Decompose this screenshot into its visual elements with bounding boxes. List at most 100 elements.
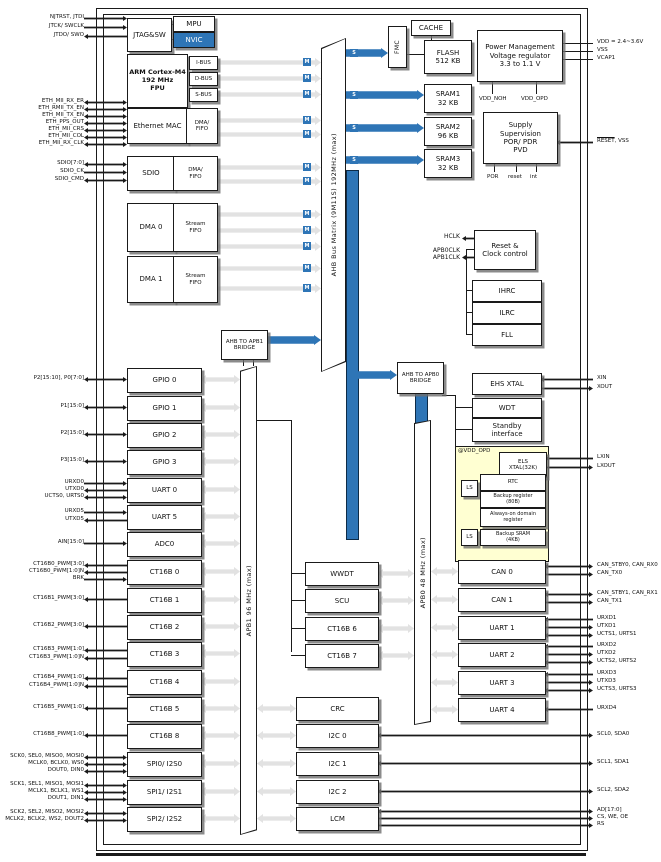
block-ct16b-7: CT16B 7 bbox=[305, 644, 379, 668]
pin-wire bbox=[84, 128, 127, 133]
apb1-arrow bbox=[257, 759, 296, 768]
pin-wire bbox=[84, 577, 127, 582]
pin-wire bbox=[84, 541, 127, 546]
pin-label: LXOUT bbox=[597, 463, 616, 469]
pin-wire bbox=[544, 688, 593, 693]
pin-label: XOUT bbox=[597, 384, 613, 390]
apb0-bus: APB0 48 MHz (max) bbox=[414, 420, 431, 725]
block-spi2-i2s2: SPI2/ I2S2 bbox=[127, 807, 202, 832]
apb0-arrow bbox=[377, 569, 414, 578]
wire bbox=[536, 80, 537, 94]
pin-wire bbox=[377, 761, 593, 766]
pin-wire bbox=[544, 660, 593, 665]
wire bbox=[431, 34, 432, 40]
apb0-arrow bbox=[431, 623, 458, 632]
pin-wire bbox=[84, 114, 127, 119]
pin-wire bbox=[84, 16, 127, 21]
pin-wire bbox=[84, 162, 127, 167]
wire bbox=[257, 420, 291, 421]
block-gpio-2: GPIO 2 bbox=[127, 423, 202, 448]
pin-wire bbox=[84, 563, 127, 568]
master-port-marker: M bbox=[303, 177, 311, 185]
pin-label: ETH_MII_TX_EN bbox=[42, 112, 84, 118]
pin-wire bbox=[84, 377, 127, 382]
bus-arrow bbox=[216, 284, 321, 293]
pin-label: ETH_PPS_OUT bbox=[45, 119, 84, 125]
pin-label: MCLK0, BCLK0, WS0 bbox=[28, 760, 84, 766]
pin-wire bbox=[544, 707, 593, 712]
pin-wire bbox=[377, 809, 593, 814]
block-sram1: SRAM1 32 KB bbox=[424, 84, 472, 113]
pin-label: CT16B3_PWM[1:0] bbox=[33, 646, 84, 652]
bus-arrow bbox=[216, 74, 321, 83]
apb-clock-labels: APB0CLK APB1CLK bbox=[432, 247, 460, 261]
apb1-bus: APB1 96 MHz (max) bbox=[240, 366, 257, 835]
apb1-arrow bbox=[200, 567, 240, 576]
pin-wire bbox=[84, 656, 127, 661]
master-port-marker: M bbox=[303, 284, 311, 292]
pin-label: CT16B1_PWM[3:0] bbox=[33, 595, 84, 601]
block-els-xtal: ELS XTAL(32K) bbox=[499, 452, 547, 478]
master-port-marker: M bbox=[303, 264, 311, 272]
pin-wire bbox=[84, 790, 127, 795]
pin-wire bbox=[84, 135, 127, 140]
pin-wire bbox=[540, 377, 593, 382]
block-ls-lower: LS bbox=[461, 529, 478, 546]
block-sram2: SRAM2 96 KB bbox=[424, 117, 472, 146]
apb1-arrow bbox=[200, 512, 240, 521]
pin-label: URXD5 bbox=[64, 508, 84, 514]
block-ethernet-mac: Ethernet MAC bbox=[127, 108, 188, 144]
pin-wire bbox=[84, 783, 127, 788]
pin-label: URXD4 bbox=[597, 705, 617, 711]
block-spi0-i2s0: SPI0/ I2S0 bbox=[127, 752, 202, 777]
bottom-edge-bar bbox=[96, 853, 586, 856]
ahb-bus-to-sram1 bbox=[346, 90, 424, 100]
pin-label: CAN_TX0 bbox=[597, 570, 623, 576]
bus-arrow bbox=[216, 177, 321, 186]
block-uart-1: UART 1 bbox=[458, 616, 546, 640]
block-fmc: FMC bbox=[388, 26, 407, 68]
pin-wire bbox=[84, 624, 127, 629]
master-port-marker: M bbox=[303, 130, 311, 138]
apb1-arrow bbox=[200, 457, 240, 466]
reset-out-label: reset bbox=[508, 174, 522, 180]
master-port-marker: M bbox=[303, 58, 311, 66]
pin-wire bbox=[462, 255, 474, 260]
pin-wire bbox=[84, 481, 127, 486]
apb1-arrow bbox=[200, 814, 240, 823]
block-i2c-2: I2C 2 bbox=[296, 780, 379, 804]
pin-label: ETH_RMII_TX_EN bbox=[38, 105, 84, 111]
apb1-arrow bbox=[200, 403, 240, 412]
block-scu: SCU bbox=[305, 589, 379, 613]
pin-label: URXD2 bbox=[597, 642, 617, 648]
pin-label: SCK2, SEL2, MISO2, MOSI2 bbox=[10, 809, 84, 815]
block-reset-clock-control: Reset & Clock control bbox=[474, 230, 536, 270]
pin-wire bbox=[544, 680, 593, 685]
pin-wire bbox=[84, 178, 127, 183]
pin-wire bbox=[84, 706, 127, 711]
ahb-bus-matrix-label: AHB Bus Matrix (9M11S) 192MHz (max) bbox=[329, 133, 338, 277]
block-backup-sram: Backup SRAM (4KB) bbox=[480, 529, 546, 546]
pin-label: ETH_MII_RX_CLK bbox=[38, 140, 84, 146]
bus-arrow bbox=[216, 242, 321, 251]
pin-label: P1[15:0] bbox=[60, 403, 84, 409]
block-rtc: RTC bbox=[480, 474, 546, 491]
pin-label: MCLK1, BCLK1, WS1 bbox=[28, 788, 84, 794]
pin-wire bbox=[84, 405, 127, 410]
pin-wire bbox=[544, 633, 593, 638]
vss-wire bbox=[561, 51, 593, 52]
ahb-bus-bridge0-arrow bbox=[357, 370, 397, 380]
pin-wire bbox=[84, 488, 127, 493]
apb1-arrow bbox=[200, 649, 240, 658]
block-standby-interface: Standby interface bbox=[472, 418, 542, 442]
pin-label: LXIN bbox=[597, 454, 610, 460]
pin-label: BRK bbox=[72, 575, 84, 581]
apb1-arrow bbox=[200, 539, 240, 548]
block-ehs-xtal: EHS XTAL bbox=[472, 373, 542, 395]
pin-wire bbox=[544, 592, 593, 597]
pin-label: JTCK/ SWCLK bbox=[48, 23, 84, 29]
pin-wire bbox=[377, 823, 593, 828]
block-uart-3: UART 3 bbox=[458, 671, 546, 695]
block-sbus: S-BUS bbox=[189, 88, 218, 102]
bus-arrow bbox=[216, 210, 321, 219]
